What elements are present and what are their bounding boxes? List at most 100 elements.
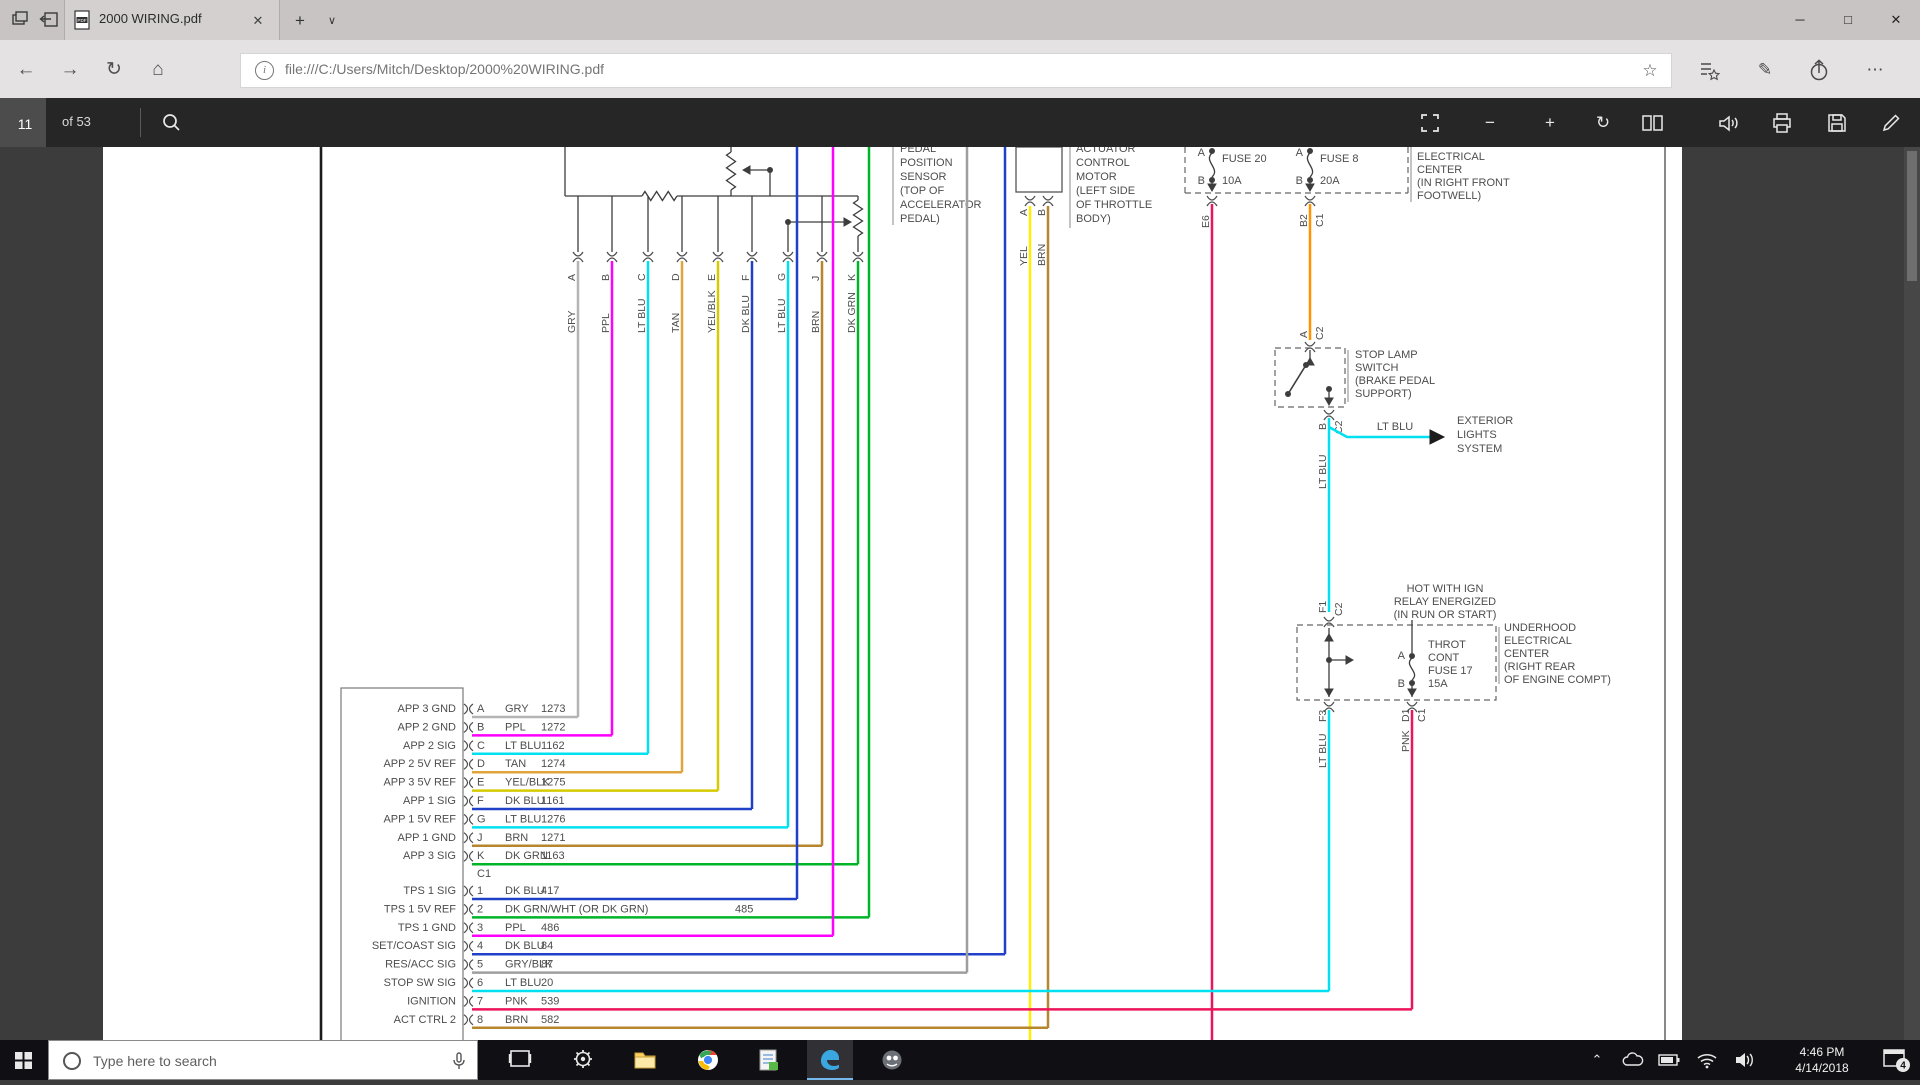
back-icon[interactable]: ←: [16, 59, 36, 80]
tray-chevron-icon[interactable]: ⌃: [1591, 1052, 1603, 1067]
tab-bar: PDF 2000 WIRING.pdf ✕ + ∨ ─ □ ✕: [0, 0, 1920, 40]
svg-text:DK BLU: DK BLU: [505, 885, 545, 897]
microphone-icon[interactable]: [449, 1051, 469, 1071]
home-icon[interactable]: ⌂: [152, 59, 164, 80]
tab-menu-chevron-icon[interactable]: ∨: [327, 15, 337, 27]
svg-text:FOOTWELL): FOOTWELL): [1417, 190, 1481, 202]
toolbar-divider: [140, 108, 141, 137]
svg-text:PEDAL): PEDAL): [900, 213, 940, 225]
media-app-icon[interactable]: [869, 1040, 915, 1080]
notepad-app-icon[interactable]: [745, 1040, 791, 1080]
scrollbar-thumb[interactable]: [1907, 151, 1917, 281]
svg-text:STOP SW SIG: STOP SW SIG: [384, 977, 456, 989]
svg-text:EXTERIOR: EXTERIOR: [1457, 415, 1513, 427]
svg-text:PNK: PNK: [1400, 730, 1412, 752]
svg-text:LT BLU: LT BLU: [1377, 421, 1413, 433]
close-button[interactable]: ✕: [1890, 12, 1902, 27]
svg-text:YEL/BLK: YEL/BLK: [706, 290, 718, 333]
svg-text:B: B: [1198, 175, 1205, 187]
address-bar: ← → ↻ ⌂ i file:///C:/Users/Mitch/Desktop…: [0, 40, 1920, 98]
svg-text:BODY): BODY): [1076, 213, 1111, 225]
gear-app-icon[interactable]: [560, 1040, 606, 1080]
fit-page-icon[interactable]: [1417, 110, 1443, 136]
svg-text:C: C: [477, 740, 485, 752]
svg-text:E: E: [477, 777, 484, 789]
info-icon[interactable]: i: [255, 61, 274, 80]
set-tabs-aside-icon[interactable]: [38, 8, 62, 32]
minimize-button[interactable]: ─: [1795, 12, 1805, 27]
maximize-button[interactable]: □: [1844, 12, 1852, 27]
svg-text:HOT WITH IGN: HOT WITH IGN: [1407, 583, 1484, 595]
svg-text:2: 2: [477, 903, 483, 915]
svg-text:F1: F1: [1317, 601, 1329, 613]
zoom-out-icon[interactable]: −: [1485, 113, 1495, 132]
search-input[interactable]: [91, 1041, 435, 1081]
svg-text:GRY/BLK: GRY/BLK: [505, 959, 553, 971]
print-icon[interactable]: [1769, 110, 1795, 136]
more-icon[interactable]: ⋯: [1866, 60, 1884, 79]
new-tab-button[interactable]: +: [295, 11, 305, 30]
svg-text:DK BLU: DK BLU: [740, 295, 752, 333]
scrollbar[interactable]: [1904, 147, 1920, 1040]
share-icon[interactable]: [1804, 55, 1834, 85]
svg-text:10A: 10A: [1222, 175, 1242, 187]
chrome-icon[interactable]: [685, 1040, 731, 1080]
svg-text:C1: C1: [477, 868, 491, 880]
svg-text:FUSE 8: FUSE 8: [1320, 153, 1359, 165]
annotate-pen-icon[interactable]: ✎: [1757, 60, 1773, 79]
pdf-file-icon: PDF: [74, 10, 91, 30]
svg-text:(IN RUN OR START): (IN RUN OR START): [1394, 609, 1497, 621]
refresh-icon[interactable]: ↻: [106, 59, 122, 80]
svg-text:ELECTRICAL: ELECTRICAL: [1417, 151, 1485, 163]
rotate-icon[interactable]: ↻: [1595, 113, 1611, 132]
search-icon[interactable]: [158, 110, 184, 136]
volume-icon[interactable]: [1728, 1040, 1762, 1080]
notification-badge: 4: [1900, 1061, 1906, 1072]
zoom-in-icon[interactable]: +: [1545, 113, 1555, 132]
svg-text:20A: 20A: [1320, 175, 1340, 187]
svg-text:BRN: BRN: [505, 832, 528, 844]
action-center-icon[interactable]: 4: [1872, 1040, 1916, 1080]
taskbar-clock[interactable]: 4:46 PM 4/14/2018: [1778, 1044, 1866, 1078]
tab-preview-icon[interactable]: [8, 8, 32, 32]
file-explorer-icon[interactable]: [622, 1040, 668, 1080]
page-number-input[interactable]: [0, 98, 50, 149]
wifi-icon[interactable]: [1690, 1040, 1724, 1080]
battery-icon[interactable]: [1652, 1040, 1686, 1080]
start-button[interactable]: [0, 1040, 48, 1080]
svg-text:YEL: YEL: [1018, 246, 1030, 266]
hub-icon[interactable]: [1694, 55, 1724, 85]
svg-text:CONT: CONT: [1428, 652, 1459, 664]
svg-text:C: C: [636, 273, 648, 281]
pdf-toolbar: of 53 − + ↻: [0, 98, 1920, 149]
save-icon[interactable]: [1824, 110, 1850, 136]
svg-text:1272: 1272: [541, 721, 565, 733]
svg-text:D: D: [670, 273, 682, 281]
tab-close-icon[interactable]: ✕: [252, 13, 264, 28]
svg-text:STOP LAMP: STOP LAMP: [1355, 349, 1418, 361]
tab-title: 2000 WIRING.pdf: [99, 11, 202, 26]
read-aloud-icon[interactable]: [1715, 110, 1741, 136]
svg-text:1162: 1162: [541, 740, 565, 752]
taskbar-search[interactable]: [48, 1040, 478, 1081]
svg-text:FUSE 20: FUSE 20: [1222, 153, 1267, 165]
svg-text:C1: C1: [1416, 708, 1428, 722]
edge-icon[interactable]: [807, 1040, 853, 1080]
task-view-icon[interactable]: [497, 1040, 543, 1080]
svg-text:CENTER: CENTER: [1417, 164, 1462, 176]
svg-text:BRN: BRN: [1036, 244, 1048, 266]
favorites-star-icon[interactable]: ☆: [1642, 61, 1658, 80]
forward-icon[interactable]: →: [60, 59, 80, 80]
svg-text:A: A: [477, 703, 485, 715]
svg-text:F: F: [740, 275, 752, 281]
add-notes-icon[interactable]: [1878, 110, 1904, 136]
url-box[interactable]: i file:///C:/Users/Mitch/Desktop/2000%20…: [240, 53, 1672, 88]
browser-tab[interactable]: PDF 2000 WIRING.pdf ✕: [64, 0, 280, 40]
svg-text:B: B: [1296, 175, 1303, 187]
svg-text:SUPPORT): SUPPORT): [1355, 388, 1412, 400]
svg-text:G: G: [477, 813, 486, 825]
page-layout-icon[interactable]: [1639, 110, 1665, 136]
onedrive-cloud-icon[interactable]: [1616, 1040, 1650, 1080]
